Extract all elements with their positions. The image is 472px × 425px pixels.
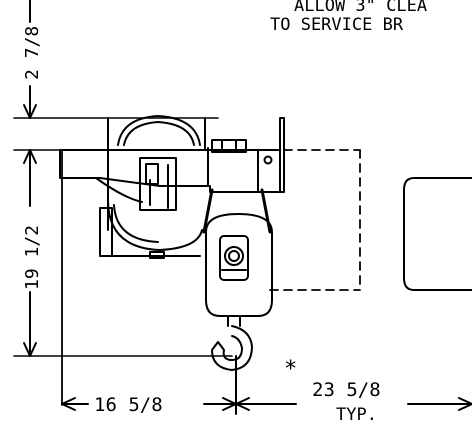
girder-bracket	[59, 117, 285, 211]
height-label: 19 1/2	[22, 225, 43, 290]
height-dimension: 19 1/2	[13, 149, 233, 357]
hook	[211, 315, 253, 371]
hook-offset-label: 16 5/8	[94, 394, 163, 416]
motor-housing	[99, 115, 206, 259]
top-clearance-label: 2 7/8	[22, 26, 43, 80]
trolley-envelope-dashed	[269, 149, 361, 291]
asterisk-marker: *	[284, 357, 297, 382]
hook-offset-dimension: 16 5/8	[61, 355, 237, 416]
top-clearance-dimension: 2 7/8	[13, 0, 219, 119]
drum-cylinder	[403, 177, 472, 291]
length-label: 23 5/8	[312, 379, 381, 401]
length-dimension: * 23 5/8 TYP.	[235, 357, 472, 425]
hoist-ropes	[202, 188, 272, 234]
hook-block	[205, 213, 273, 317]
length-typ-label: TYP.	[336, 405, 377, 425]
clearance-note-line2: TO SERVICE BR	[270, 15, 404, 35]
clearance-note-line1: ALLOW 3" CLEA	[294, 0, 427, 16]
